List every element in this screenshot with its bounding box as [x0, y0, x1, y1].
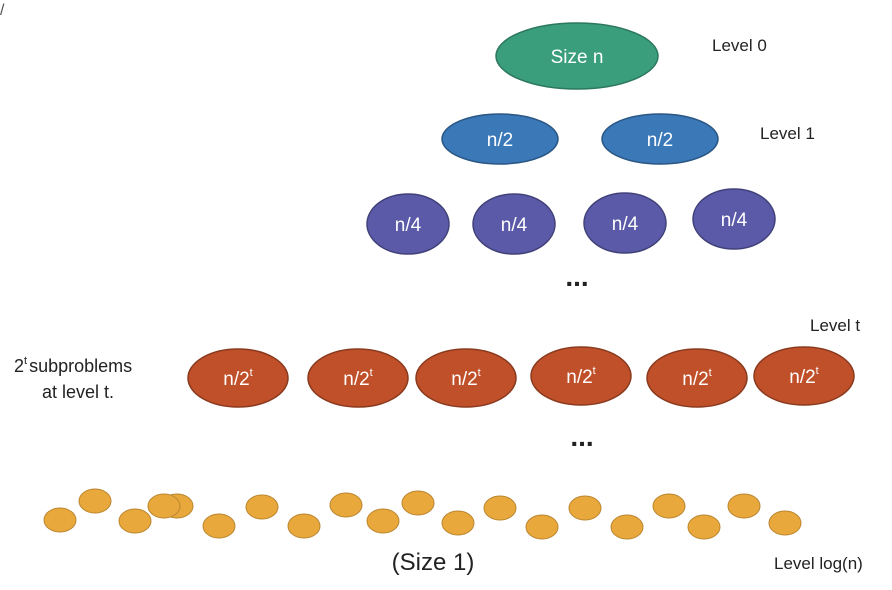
level-2-node-4 [692, 188, 776, 250]
level-t-node-sup-6: t [816, 365, 819, 377]
level-t-node-2 [307, 348, 409, 408]
leaf-node-1 [43, 507, 77, 533]
level-t-node-label-2: n/2t [343, 367, 372, 390]
level-t-node-base-1: n/2 [223, 369, 249, 390]
level-1-group: n/2 n/2 [441, 113, 719, 165]
level-t-node-base-2: n/2 [343, 369, 369, 390]
leaf-node-3 [118, 508, 152, 534]
level-0-label: Level 0 [712, 36, 767, 55]
level-t-node-1 [187, 348, 289, 408]
level-2-node-label-3: n/4 [612, 214, 639, 235]
leaf-node-14 [568, 495, 602, 521]
level-t-node-sup-3: t [478, 367, 481, 379]
level-t-node-base-3: n/2 [451, 369, 477, 390]
leaf-node-12 [483, 495, 517, 521]
level-t-node-label-4: n/2t [566, 365, 595, 388]
level-2-node-label-2: n/4 [501, 215, 528, 236]
leaf-node-13 [525, 514, 559, 540]
level-2-group: n/4 n/4 n/4 n/4 [366, 188, 776, 255]
level-1-node-label-1: n/2 [487, 130, 513, 151]
level-t-node-3 [415, 348, 517, 408]
level-t-node-label-6: n/2t [789, 365, 818, 388]
root-node [495, 22, 659, 90]
root-node-label: Size n [551, 47, 604, 68]
level-t-node-base-5: n/2 [682, 369, 708, 390]
level-t-label: Level t [810, 316, 860, 335]
level-t-node-sup-2: t [370, 367, 373, 379]
level-2-node-3 [583, 192, 667, 254]
leaf-node-20 [147, 493, 181, 519]
leaf-node-11 [441, 510, 475, 536]
level-1-node-label-2: n/2 [647, 130, 673, 151]
leaf-node-2 [78, 488, 112, 514]
level-t-node-label-1: n/2t [223, 367, 252, 390]
level-t-node-4 [530, 346, 632, 406]
level-2-node-label-4: n/4 [721, 210, 748, 231]
level-0-group: Size n Level 0 [495, 22, 767, 90]
level-1-node-1 [441, 113, 559, 165]
level-t-node-sup-1: t [250, 367, 253, 379]
leaf-node-18 [727, 493, 761, 519]
level-2-node-2 [472, 193, 556, 255]
leaf-size-caption: (Size 1) [392, 549, 475, 576]
level-t-node-5 [646, 348, 748, 408]
leaf-node-8 [329, 492, 363, 518]
level-t-node-sup-4: t [593, 365, 596, 377]
level-t-node-sup-5: t [709, 367, 712, 379]
level-2-node-1 [366, 193, 450, 255]
level-2-node-label-1: n/4 [395, 215, 422, 236]
leaf-node-15 [610, 514, 644, 540]
leaf-node-9 [366, 508, 400, 534]
subproblem-count-base: 2 [14, 356, 24, 376]
subproblem-count-line-2: at level t. [42, 382, 114, 402]
subproblem-count-sup: t [24, 355, 27, 367]
level-1-label: Level 1 [760, 124, 815, 143]
leaf-level-group [43, 488, 802, 540]
leaf-node-17 [687, 514, 721, 540]
level-t-node-label-5: n/2t [682, 367, 711, 390]
level-t-node-base-6: n/2 [789, 367, 815, 388]
level-t-node-base-4: n/2 [566, 367, 592, 388]
leaf-level-label: Level log(n) [774, 554, 863, 573]
leaf-node-5 [202, 513, 236, 539]
ellipsis-upper: ... [565, 261, 588, 292]
level-t-node-6 [753, 346, 855, 406]
leaf-node-6 [245, 494, 279, 520]
ellipsis-lower: ... [570, 421, 593, 452]
leaf-node-7 [287, 513, 321, 539]
leaf-node-16 [652, 493, 686, 519]
level-1-node-2 [601, 113, 719, 165]
edge-fragment: / [0, 2, 5, 19]
level-t-node-label-3: n/2t [451, 367, 480, 390]
subproblem-word: subproblems [29, 356, 132, 376]
leaf-node-19 [768, 510, 802, 536]
leaf-node-10 [401, 490, 435, 516]
